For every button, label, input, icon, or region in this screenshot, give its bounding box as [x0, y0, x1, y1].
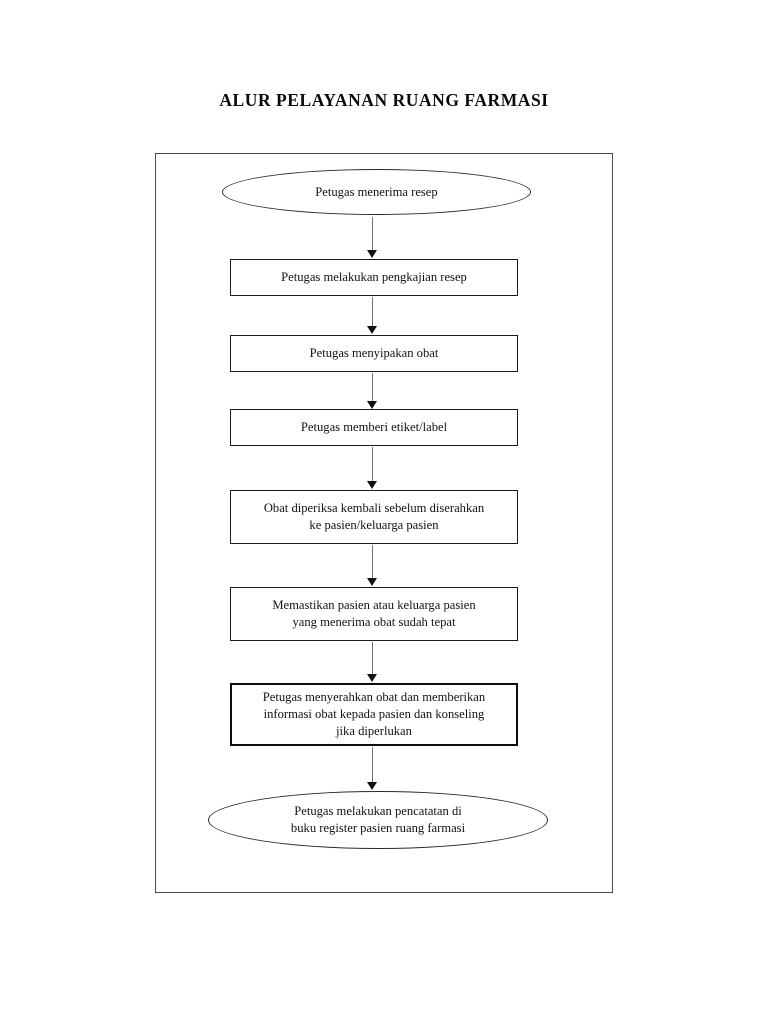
flow-arrow-2: [366, 297, 380, 335]
flow-node-end[interactable]: Petugas melakukan pencatatan di buku reg…: [208, 791, 548, 849]
arrow-head-icon: [367, 326, 377, 334]
flowchart-frame: Petugas menerima resep Petugas melakukan…: [155, 153, 613, 893]
flow-arrow-1: [366, 217, 380, 259]
flow-arrow-3: [366, 373, 380, 410]
flow-node-menyiapkan-obat[interactable]: Petugas menyipakan obat: [230, 335, 518, 372]
arrow-shaft: [372, 545, 374, 579]
arrow-head-icon: [367, 481, 377, 489]
flow-node-menyerahkan-obat-label: Petugas menyerahkan obat dan memberikan …: [262, 690, 486, 738]
flow-arrow-6: [366, 642, 380, 683]
flow-node-menyiapkan-obat-label: Petugas menyipakan obat: [309, 346, 439, 360]
arrow-head-icon: [367, 782, 377, 790]
flow-arrow-7: [366, 747, 380, 791]
arrow-head-icon: [367, 674, 377, 682]
flow-node-pengkajian-resep[interactable]: Petugas melakukan pengkajian resep: [230, 259, 518, 296]
flow-arrow-5: [366, 545, 380, 587]
flow-node-memastikan-pasien[interactable]: Memastikan pasien atau keluarga pasien y…: [230, 587, 518, 641]
arrow-head-icon: [367, 578, 377, 586]
flow-node-etiket-label[interactable]: Petugas memberi etiket/label: [230, 409, 518, 446]
flow-arrow-4: [366, 447, 380, 490]
arrow-shaft: [372, 447, 374, 482]
arrow-shaft: [372, 747, 374, 783]
flow-node-menyerahkan-obat[interactable]: Petugas menyerahkan obat dan memberikan …: [230, 683, 518, 746]
arrow-shaft: [372, 217, 374, 251]
arrow-shaft: [372, 373, 374, 402]
arrow-head-icon: [367, 401, 377, 409]
arrow-head-icon: [367, 250, 377, 258]
flow-node-obat-diperiksa[interactable]: Obat diperiksa kembali sebelum diserahka…: [230, 490, 518, 544]
flow-node-obat-diperiksa-label: Obat diperiksa kembali sebelum diserahka…: [263, 501, 485, 532]
page-title: ALUR PELAYANAN RUANG FARMASI: [219, 90, 549, 110]
flow-node-start-label: Petugas menerima resep: [315, 184, 438, 199]
flow-node-etiket-label-text: Petugas memberi etiket/label: [300, 420, 448, 434]
flow-node-end-label: Petugas melakukan pencatatan di buku reg…: [290, 804, 466, 835]
flow-node-memastikan-pasien-label: Memastikan pasien atau keluarga pasien y…: [272, 598, 476, 629]
flow-node-start[interactable]: Petugas menerima resep: [222, 169, 531, 215]
arrow-shaft: [372, 297, 374, 327]
arrow-shaft: [372, 642, 374, 675]
flow-node-pengkajian-resep-label: Petugas melakukan pengkajian resep: [281, 270, 467, 284]
